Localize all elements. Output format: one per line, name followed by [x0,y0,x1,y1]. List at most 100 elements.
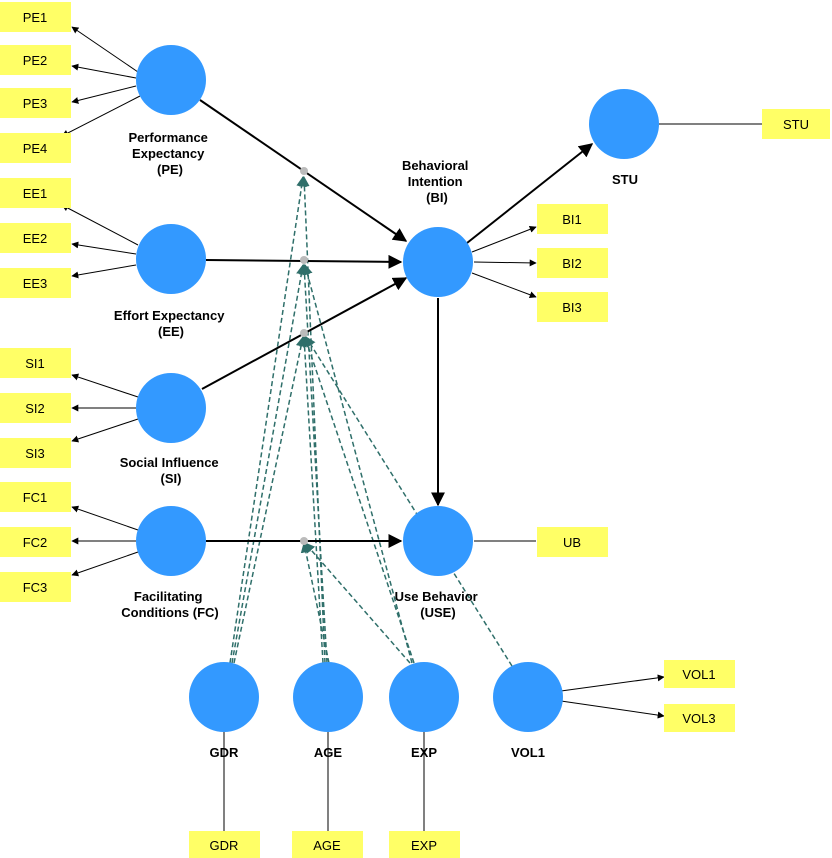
svg-text:FC1: FC1 [23,490,48,505]
junction-pe-bi [300,167,308,175]
svg-text:EE2: EE2 [23,231,48,246]
path-bi-stu [466,143,594,244]
construct-bi[interactable] [403,227,473,297]
mod-line-age-si [299,335,324,664]
construct-age[interactable] [293,662,363,732]
link-pe-pe1 [71,26,139,73]
link-bi-bi1 [471,226,537,253]
indicator-vol1[interactable]: VOL1 [664,660,735,688]
label-gdr: GDR [210,745,240,760]
construct-pe[interactable] [136,45,206,115]
indicator-vol3[interactable]: VOL3 [664,704,735,732]
construct-gdr[interactable] [189,662,259,732]
svg-text:FC2: FC2 [23,535,48,550]
indicator-stu[interactable]: STU [762,109,830,139]
link-bi-bi3 [471,272,537,299]
label-use: Use Behavior (USE) [395,589,482,620]
indicator-bi1[interactable]: BI1 [537,204,608,234]
svg-text:PE4: PE4 [23,141,48,156]
svg-text:BI1: BI1 [562,212,582,227]
mod-line-gdr-ee [231,263,307,664]
label-exp: EXP [411,745,437,760]
indicator-gdr[interactable]: GDR [189,831,260,858]
link-pe-pe3 [71,85,137,104]
mod-line-age-fc [300,541,330,664]
svg-text:GDR: GDR [210,838,239,853]
svg-text:VOL1: VOL1 [682,667,715,682]
indicator-pe2[interactable]: PE2 [0,45,71,75]
indicator-ub[interactable]: UB [537,527,608,557]
link-vol-vol3 [560,700,665,719]
svg-text:EXP: EXP [411,838,437,853]
construct-labels: Performance Expectancy (PE) Effort Expec… [114,130,638,760]
svg-text:PE2: PE2 [23,53,48,68]
label-stu: STU [612,172,638,187]
indicator-ee3[interactable]: EE3 [0,268,71,298]
svg-text:UB: UB [563,535,581,550]
indicator-si3[interactable]: SI3 [0,438,71,468]
indicator-age[interactable]: AGE [292,831,363,858]
mod-line-gdr-si [233,335,307,664]
indicator-si1[interactable]: SI1 [0,348,71,378]
indicator-pe3[interactable]: PE3 [0,88,71,118]
svg-text:SI1: SI1 [25,356,45,371]
indicator-si2[interactable]: SI2 [0,393,71,423]
link-pe-pe2 [71,63,137,79]
moderator-lines [229,175,513,667]
indicator-ee2[interactable]: EE2 [0,223,71,253]
indicator-bi3[interactable]: BI3 [537,292,608,322]
construct-stu[interactable] [589,89,659,159]
svg-text:BI3: BI3 [562,300,582,315]
link-pe-pe4 [61,95,141,137]
svg-text:AGE: AGE [313,838,341,853]
label-si: Social Influence (SI) [120,455,223,486]
indicator-pe4[interactable]: PE4 [0,133,71,163]
construct-si[interactable] [136,373,206,443]
link-vol-vol1 [560,674,665,692]
moderation-junctions [300,167,308,545]
mod-line-age-ee [299,263,328,664]
junction-fc-use [300,537,308,545]
construct-fc[interactable] [136,506,206,576]
mod-line-age-pe [299,175,326,664]
construct-exp[interactable] [389,662,459,732]
mod-line-exp-fc [304,542,411,664]
svg-text:PE1: PE1 [23,10,48,25]
svg-text:SI3: SI3 [25,446,45,461]
construct-vol1[interactable] [493,662,563,732]
indicator-pe1[interactable]: PE1 [0,2,71,32]
svg-text:VOL3: VOL3 [682,711,715,726]
indicator-lines [61,26,762,831]
construct-ee[interactable] [136,224,206,294]
indicator-fc2[interactable]: FC2 [0,527,71,557]
indicator-fc3[interactable]: FC3 [0,572,71,602]
label-ee: Effort Expectancy (EE) [114,308,228,339]
svg-text:SI2: SI2 [25,401,45,416]
svg-text:EE3: EE3 [23,276,48,291]
link-ee-ee1 [61,204,139,246]
svg-text:PE3: PE3 [23,96,48,111]
junction-ee-bi [300,256,308,264]
label-pe: Performance Expectancy (PE) [128,130,211,177]
label-age: AGE [314,745,343,760]
indicator-ee1[interactable]: EE1 [0,178,71,208]
indicator-fc1[interactable]: FC1 [0,482,71,512]
link-ee-ee3 [71,264,137,279]
construct-use[interactable] [403,506,473,576]
constructs [136,45,659,732]
svg-text:FC3: FC3 [23,580,48,595]
link-fc-fc3 [71,551,139,577]
svg-text:EE1: EE1 [23,186,48,201]
indicator-bi2[interactable]: BI2 [537,248,608,278]
svg-text:STU: STU [783,117,809,132]
mod-line-gdr-pe [229,175,307,664]
link-bi-bi2 [473,259,537,267]
mod-line-exp-si [303,336,415,664]
mod-line-exp-ee [302,263,413,664]
link-si-si1 [71,373,139,398]
link-fc-fc1 [71,505,139,531]
indicator-exp[interactable]: EXP [389,831,460,858]
link-ee-ee2 [71,241,137,255]
